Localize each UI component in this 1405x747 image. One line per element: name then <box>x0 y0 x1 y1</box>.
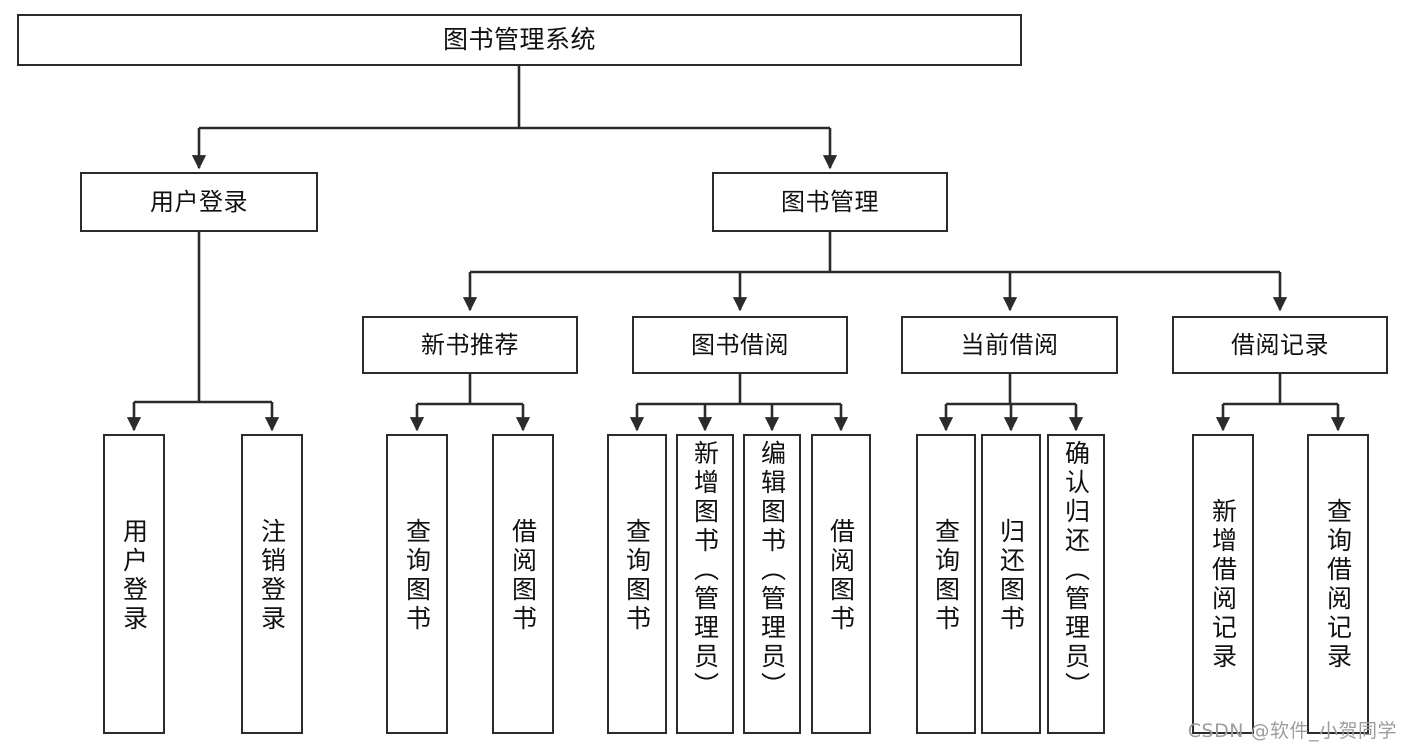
node-current-borrow[interactable]: 当前借阅 <box>901 316 1118 374</box>
leaf-query-book-current[interactable]: 查询图书 <box>916 434 976 734</box>
node-user-login[interactable]: 用户登录 <box>80 172 318 232</box>
node-label: 查询图书 <box>402 518 432 634</box>
node-label: 借阅图书 <box>508 518 538 634</box>
node-label: 归还图书 <box>996 518 1026 634</box>
leaf-borrow-book-rec[interactable]: 借阅图书 <box>492 434 554 734</box>
node-label: 新增图书（管理员） <box>690 440 720 701</box>
leaf-return-book[interactable]: 归还图书 <box>981 434 1041 734</box>
leaf-add-record[interactable]: 新增借阅记录 <box>1192 434 1254 734</box>
leaf-add-book[interactable]: 新增图书（管理员） <box>676 434 734 734</box>
leaf-edit-book[interactable]: 编辑图书（管理员） <box>743 434 801 734</box>
node-label: 借阅记录 <box>1231 330 1329 359</box>
node-label: 用户登录 <box>119 518 149 634</box>
leaf-borrow-book-borrow[interactable]: 借阅图书 <box>811 434 871 734</box>
node-label: 查询借阅记录 <box>1323 498 1353 672</box>
node-label: 确认归还（管理员） <box>1061 440 1091 701</box>
node-borrow-record[interactable]: 借阅记录 <box>1172 316 1388 374</box>
leaf-user-login[interactable]: 用户登录 <box>103 434 165 734</box>
leaf-confirm-return[interactable]: 确认归还（管理员） <box>1047 434 1105 734</box>
node-label: 查询图书 <box>622 518 652 634</box>
node-label: 图书管理 <box>781 187 879 216</box>
leaf-query-book-borrow[interactable]: 查询图书 <box>607 434 667 734</box>
leaf-query-record[interactable]: 查询借阅记录 <box>1307 434 1369 734</box>
node-label: 借阅图书 <box>826 518 856 634</box>
node-label: 查询图书 <box>931 518 961 634</box>
node-new-book-rec[interactable]: 新书推荐 <box>362 316 578 374</box>
watermark-text: CSDN @软件_小贺同学 <box>1187 720 1397 742</box>
node-root-system[interactable]: 图书管理系统 <box>17 14 1022 66</box>
node-label: 当前借阅 <box>960 330 1059 359</box>
leaf-query-book-rec[interactable]: 查询图书 <box>386 434 448 734</box>
node-book-manage[interactable]: 图书管理 <box>712 172 948 232</box>
node-label: 编辑图书（管理员） <box>757 440 787 701</box>
node-label: 用户登录 <box>150 187 248 216</box>
node-label: 图书管理系统 <box>442 25 596 54</box>
node-label: 注销登录 <box>257 518 287 634</box>
node-label: 图书借阅 <box>691 330 789 359</box>
leaf-logout[interactable]: 注销登录 <box>241 434 303 734</box>
node-book-borrow[interactable]: 图书借阅 <box>632 316 848 374</box>
node-label: 新增借阅记录 <box>1208 498 1238 672</box>
node-label: 新书推荐 <box>421 330 519 359</box>
